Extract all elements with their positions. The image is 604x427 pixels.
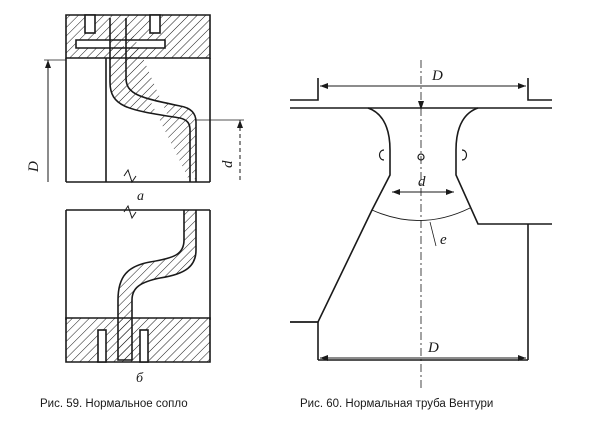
label-d-59: d <box>220 160 236 168</box>
label-b-59: б <box>136 371 144 386</box>
venturi-left-contour <box>290 107 391 323</box>
pressure-tap-left <box>378 149 385 161</box>
break-mark-a <box>123 168 137 184</box>
venturi-drawing <box>290 60 552 390</box>
label-D-59: D <box>26 161 42 173</box>
break-mark-b <box>123 204 137 220</box>
flange-bottom <box>65 317 211 363</box>
nozzle-drawing-a <box>44 14 244 184</box>
label-D-bottom-60: D <box>427 340 439 356</box>
label-a-59: а <box>137 189 144 204</box>
caption-fig60: Рис. 60. Нормальная труба Вентури <box>300 398 494 410</box>
nozzle-drawing-b <box>65 204 211 363</box>
caption-fig59: Рис. 59. Нормальное сопло <box>40 398 188 410</box>
angle-leader <box>429 221 437 247</box>
venturi-right-contour <box>455 107 552 225</box>
label-D-top-60: D <box>431 68 443 84</box>
venturi-bottom-flange <box>290 321 528 361</box>
angle-arc <box>371 207 471 221</box>
nozzle-profile <box>109 18 197 182</box>
bolt-hole-left <box>84 14 96 34</box>
pressure-tap-right <box>461 149 468 161</box>
bolt-hole-right <box>149 14 161 34</box>
label-d-60: d <box>418 174 426 190</box>
label-e-60: е <box>440 232 447 248</box>
